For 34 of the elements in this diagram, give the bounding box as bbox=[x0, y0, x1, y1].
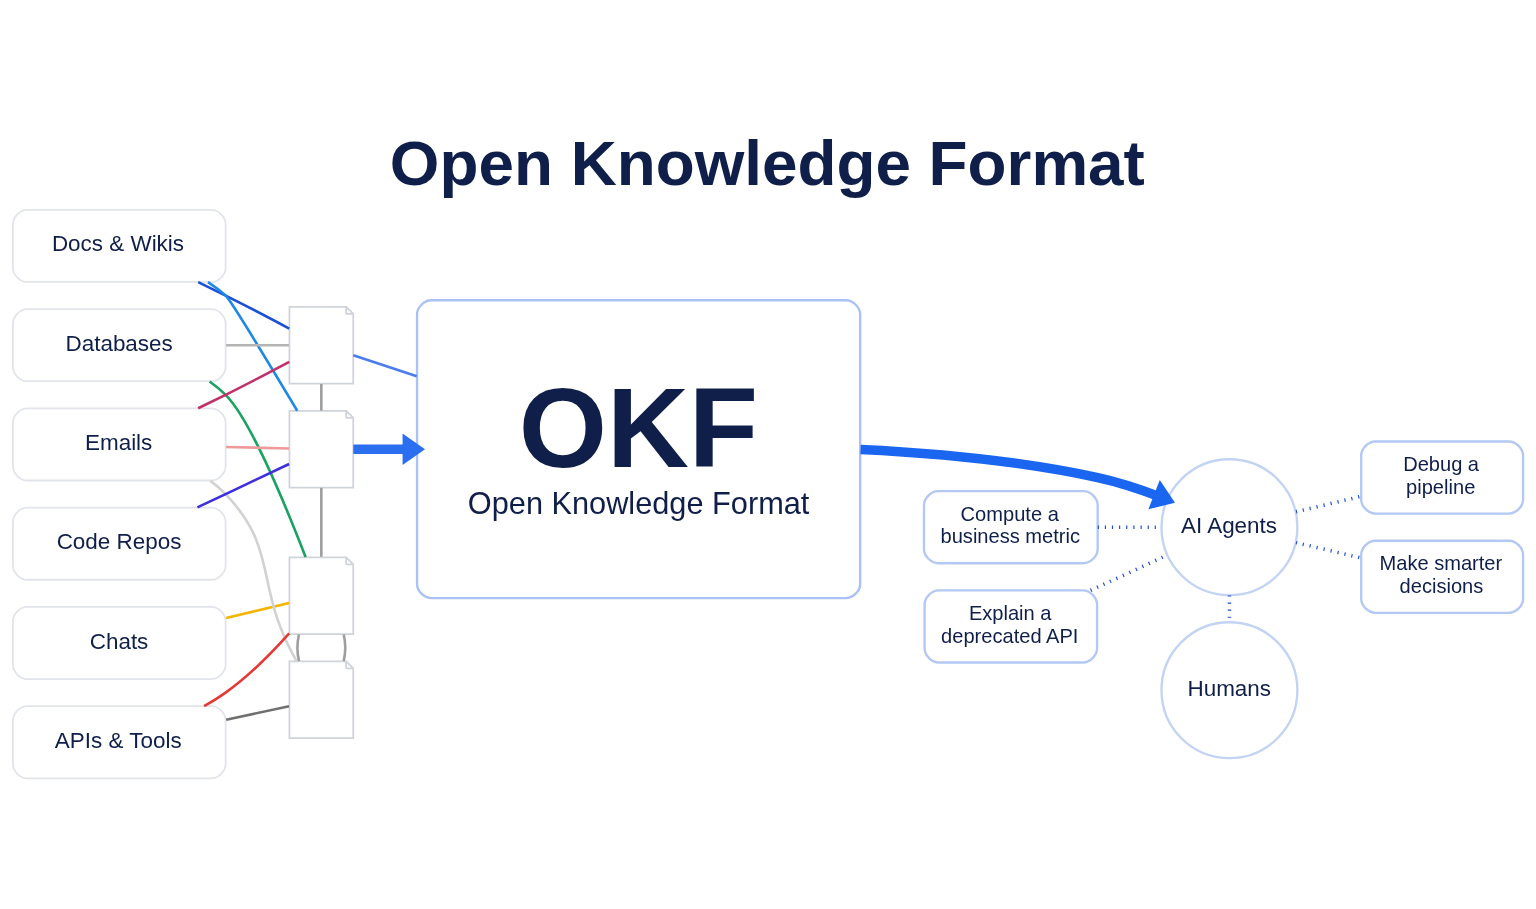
node-box: Debug a pipeline bbox=[1360, 440, 1525, 515]
node-box: Compute a business metric bbox=[922, 489, 1099, 565]
node-circle: AI Agents bbox=[1160, 458, 1299, 597]
node-box: Chats bbox=[12, 606, 227, 680]
connector bbox=[207, 281, 299, 412]
connector bbox=[1295, 494, 1362, 514]
node-box: Docs & Wikis bbox=[12, 209, 227, 283]
diagram-title: Open Knowledge Format bbox=[389, 127, 1145, 200]
node-box: OKF Open Knowledge Format bbox=[415, 299, 862, 600]
connector bbox=[226, 343, 290, 347]
arrow bbox=[353, 433, 425, 465]
arrow bbox=[860, 444, 1175, 510]
connector bbox=[197, 360, 290, 410]
node-box: Emails bbox=[12, 407, 227, 482]
connector bbox=[352, 354, 418, 378]
connector bbox=[208, 380, 307, 558]
connector bbox=[320, 384, 323, 411]
connector bbox=[225, 601, 290, 620]
connector bbox=[203, 632, 291, 708]
connector bbox=[296, 634, 301, 662]
node-box: Databases bbox=[12, 308, 227, 383]
node-box: APIs & Tools bbox=[12, 705, 227, 780]
connector bbox=[320, 487, 323, 557]
connector bbox=[196, 462, 290, 509]
connector bbox=[226, 445, 290, 450]
node-circle: Humans bbox=[1160, 621, 1299, 760]
node-box: Code Repos bbox=[12, 506, 227, 581]
connector bbox=[209, 479, 298, 662]
connector bbox=[225, 705, 290, 721]
connector bbox=[197, 281, 290, 330]
node-box: Make smarter decisions bbox=[1360, 539, 1525, 614]
connector bbox=[342, 634, 347, 662]
node-box: Explain a deprecated API bbox=[923, 589, 1099, 664]
connector bbox=[1295, 540, 1362, 560]
